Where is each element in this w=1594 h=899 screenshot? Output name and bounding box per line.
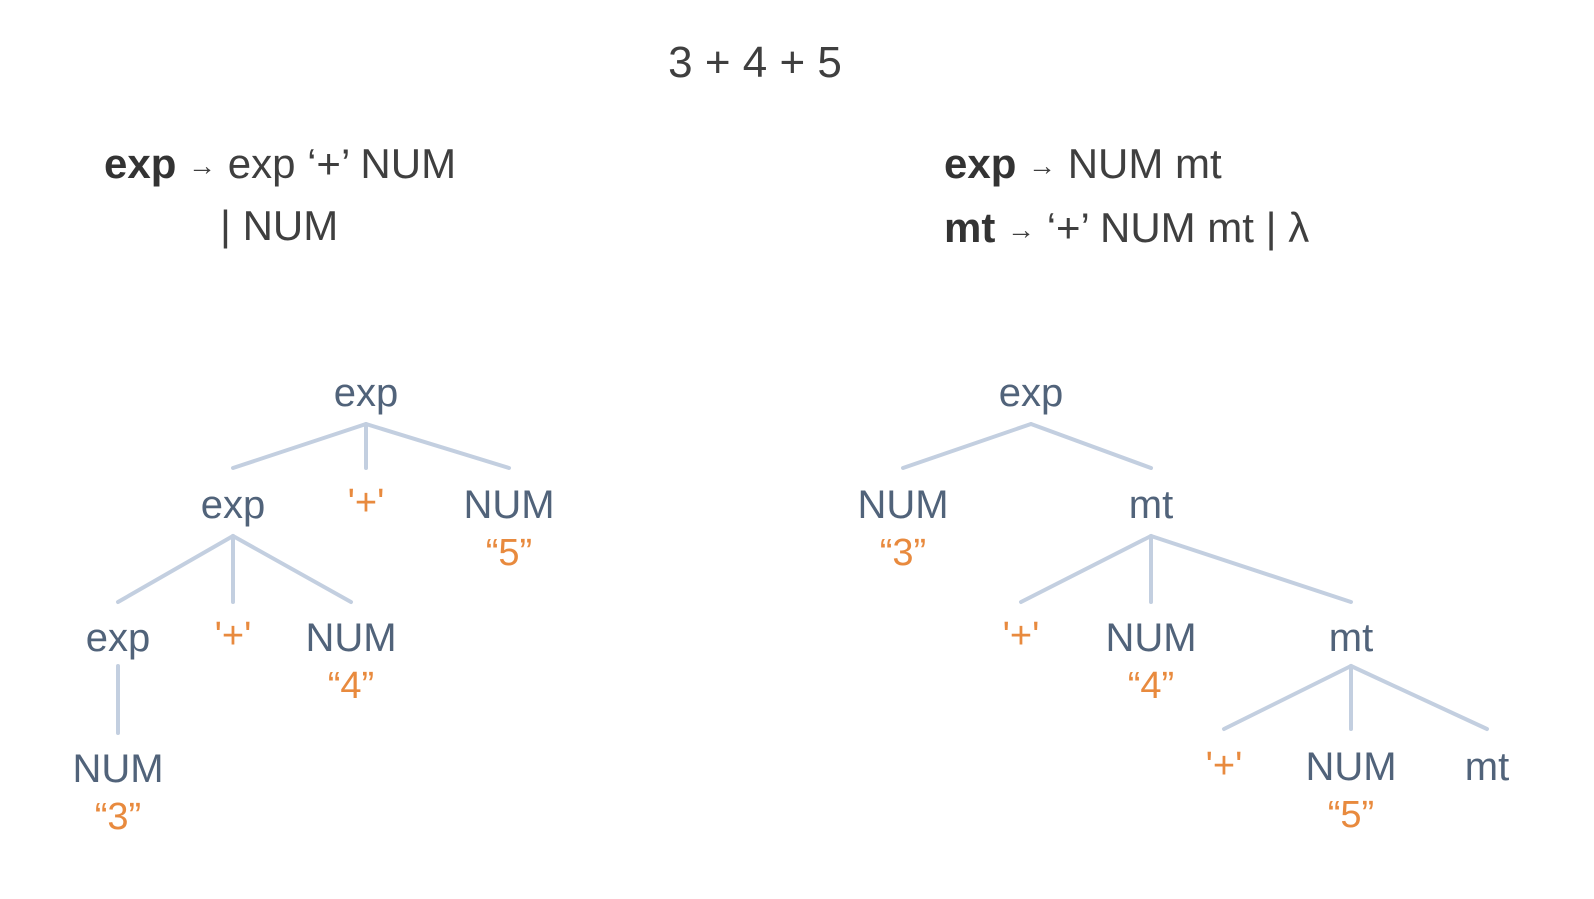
left-tree-edge (364, 422, 511, 470)
right-tree-node-mt: mt (1129, 483, 1173, 527)
left-grammar-lhs: exp (104, 140, 177, 187)
right-tree-node-mt: mt (1465, 745, 1509, 789)
left-tree-node-num: NUM (305, 616, 396, 660)
right-tree-edge (1222, 664, 1353, 731)
left-grammar-rule-2: | NUM (220, 202, 338, 250)
right-grammar-rhs: NUM mt (1067, 140, 1222, 187)
right-tree-edge (1019, 534, 1153, 604)
left-tree-node-num: NUM (463, 483, 554, 527)
left-grammar-rhs: exp ‘+’ NUM (227, 140, 457, 187)
left-tree-token-value: “4” (328, 665, 374, 707)
right-tree-node-plus: '+' (1003, 615, 1040, 657)
right-tree-token-value: “5” (1328, 794, 1374, 836)
left-tree-node-exp: exp (201, 483, 266, 527)
right-tree-node-plus: '+' (1206, 745, 1243, 787)
right-tree-node-exp: exp (999, 371, 1064, 415)
right-tree-edge (1029, 422, 1153, 470)
right-grammar-rule-1: exp → NUM mt (944, 140, 1222, 188)
left-tree-token-value: “3” (95, 796, 141, 838)
left-tree-node-plus: '+' (348, 482, 385, 524)
right-tree-node-num: NUM (857, 483, 948, 527)
right-tree-edge (1149, 534, 1353, 604)
left-tree-edge (231, 422, 368, 470)
right-grammar-rule-2: mt → ‘+’ NUM mt | λ (944, 204, 1309, 252)
right-grammar-lhs-mt: mt (944, 204, 996, 251)
right-tree-node-mt: mt (1329, 616, 1373, 660)
right-grammar-rhs-mt: ‘+’ NUM mt | λ (1046, 204, 1310, 251)
left-grammar-alt: | NUM (220, 202, 339, 249)
left-tree-node-exp: exp (86, 616, 151, 660)
left-tree-edge (231, 534, 353, 604)
left-tree-node-plus: '+' (215, 615, 252, 657)
right-tree-edge (1349, 664, 1489, 731)
arrow-icon: → (188, 150, 217, 181)
left-tree-edge (116, 534, 235, 604)
left-grammar-rule-1: exp → exp ‘+’ NUM (104, 140, 456, 188)
left-tree-token-value: “5” (486, 532, 532, 574)
right-tree-edge (901, 422, 1033, 470)
right-tree-node-num: NUM (1105, 616, 1196, 660)
arrow-icon: → (1007, 214, 1036, 245)
right-tree-token-value: “4” (1128, 665, 1174, 707)
right-tree-node-num: NUM (1305, 745, 1396, 789)
left-tree-node-num: NUM (72, 747, 163, 791)
right-tree-token-value: “3” (880, 532, 926, 574)
right-grammar-lhs: exp (944, 140, 1017, 187)
left-tree-node-exp: exp (334, 371, 399, 415)
expression-title: 3 + 4 + 5 (668, 38, 842, 87)
arrow-icon: → (1028, 150, 1057, 181)
